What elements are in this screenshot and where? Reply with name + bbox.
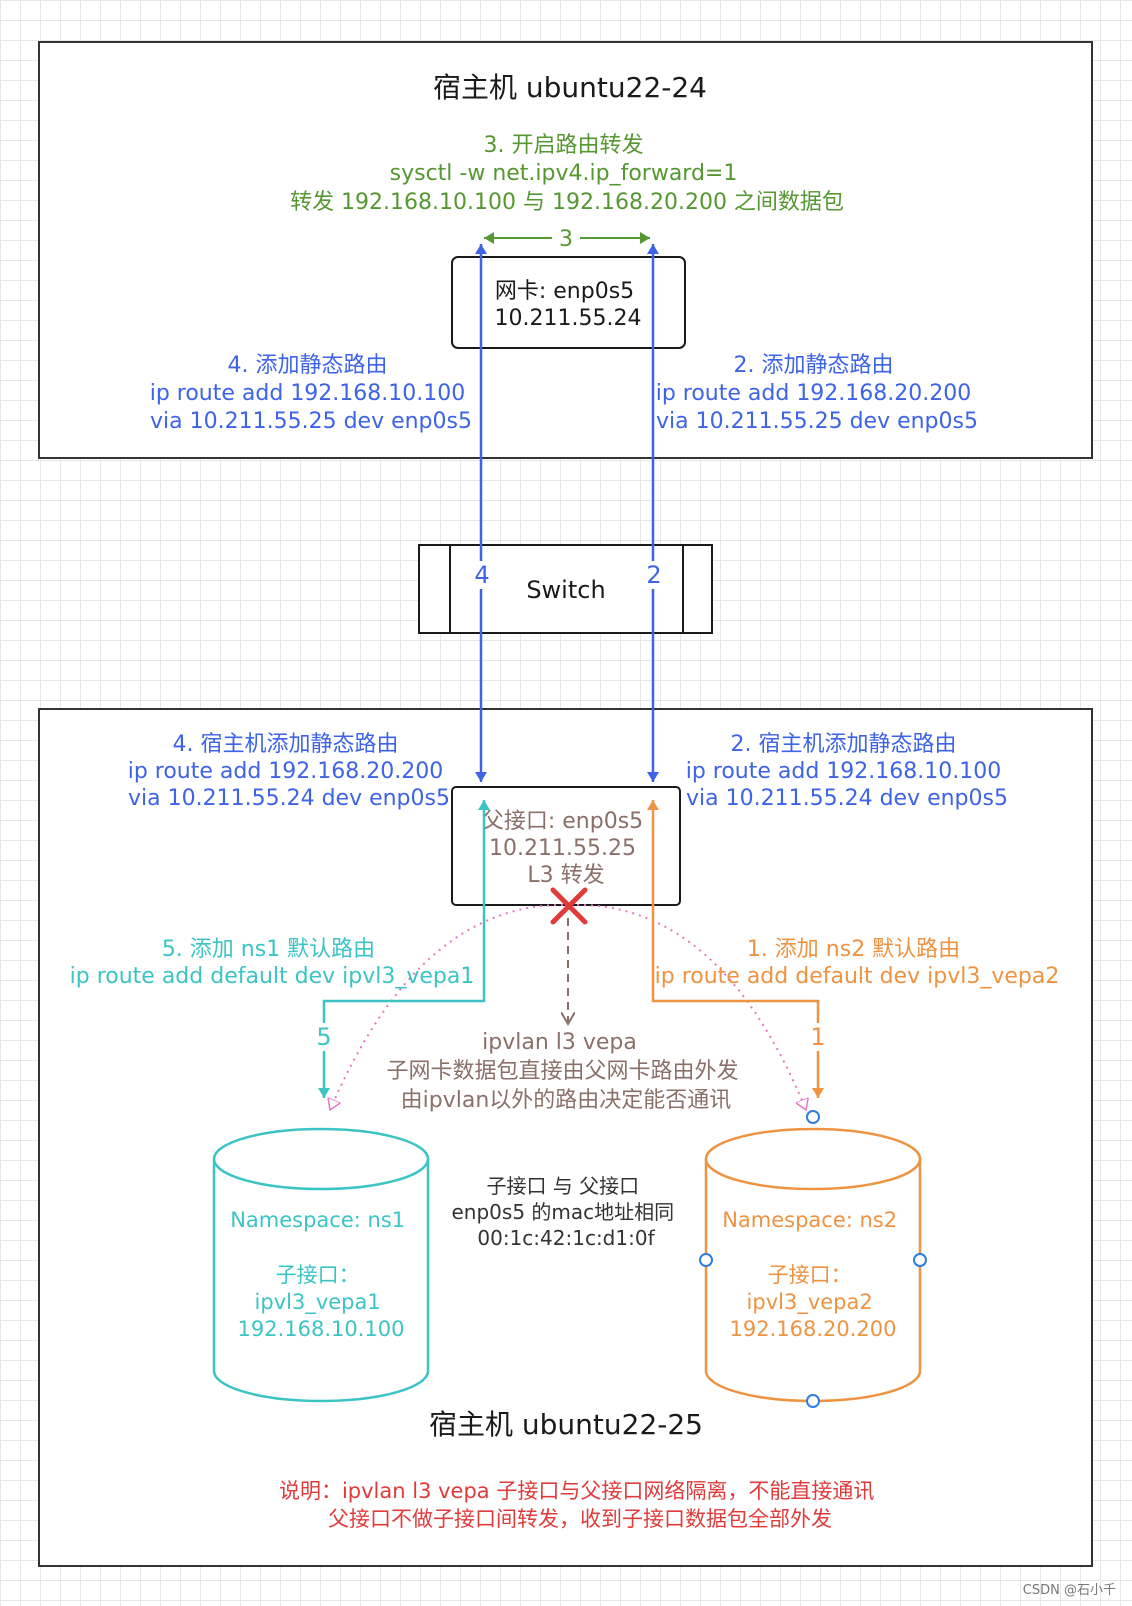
ns1-route: 5. 添加 ns1 默认路由 ip route add default dev … xyxy=(70,937,475,989)
route-line: via 10.211.55.24 dev enp0s5 xyxy=(686,786,1008,811)
ns2-iface-name: ipvl3_vepa2 xyxy=(747,1290,873,1315)
ns2-route: 1. 添加 ns2 默认路由 ip route add default dev … xyxy=(655,937,1060,989)
ns1-iface-title: 子接口： xyxy=(276,1263,360,1287)
vepa-note-line: 由ipvlan以外的路由决定能否通讯 xyxy=(401,1088,732,1113)
forward-note-line: 转发 192.168.10.100 与 192.168.20.200 之间数据包 xyxy=(290,190,844,215)
nic-ip: 10.211.55.24 xyxy=(495,306,642,331)
namespace-ns1-cylinder xyxy=(212,1127,430,1403)
forward-note-line: sysctl -w net.ipv4.ip_forward=1 xyxy=(390,161,738,186)
mac-note: 子接口 与 父接口 enp0s5 的mac地址相同 00:1c:42:1c:d1… xyxy=(452,1174,681,1250)
parent-interface-label: 父接口: enp0s5 10.211.55.25 L3 转发 xyxy=(482,809,650,888)
ns1-iface-name: ipvl3_vepa1 xyxy=(255,1290,381,1315)
ns2-name: Namespace: ns2 xyxy=(722,1208,897,1232)
vepa-note-line: 子网卡数据包直接由父网卡路由外发 xyxy=(386,1059,738,1084)
switch-num-right: 2 xyxy=(646,561,661,589)
forward-note: 3. 开启路由转发 sysctl -w net.ipv4.ip_forward=… xyxy=(290,133,844,215)
watermark: CSDN @石小千 xyxy=(1023,1583,1116,1598)
switch-label: Switch xyxy=(526,576,605,604)
nic-box xyxy=(451,256,686,349)
host-bottom-title: 宿主机 ubuntu22-25 xyxy=(429,1408,703,1441)
route-line: 1. 添加 ns2 默认路由 xyxy=(747,937,960,962)
mac-note-line: 00:1c:42:1c:d1:0f xyxy=(477,1226,655,1250)
ns2-selection-handles xyxy=(699,1110,927,1408)
parent-ip: 10.211.55.25 xyxy=(489,836,636,861)
forward-number: 3 xyxy=(559,227,573,252)
num-left-bg xyxy=(471,561,491,589)
num-ns1-bg xyxy=(313,1023,335,1051)
route-line: ip route add 192.168.10.100 xyxy=(686,759,1002,784)
parent-mode: L3 转发 xyxy=(527,863,604,888)
ns1-step-number: 5 xyxy=(316,1023,331,1051)
route-line: 4. 宿主机添加静态路由 xyxy=(173,732,399,757)
num-ns2-bg xyxy=(807,1023,829,1051)
vepa-note-line: ipvlan l3 vepa xyxy=(482,1030,637,1055)
host-top-frame xyxy=(38,41,1093,459)
route-bottom-left: 4. 宿主机添加静态路由 ip route add 192.168.20.200… xyxy=(128,732,451,811)
nic-label: 网卡: enp0s5 10.211.55.24 xyxy=(495,279,642,331)
route-line: 2. 添加静态路由 xyxy=(734,353,894,378)
route-line: 5. 添加 ns1 默认路由 xyxy=(162,937,375,962)
explain-note: 说明：ipvlan l3 vepa 子接口与父接口网络隔离，不能直接通讯 父接口… xyxy=(279,1479,881,1531)
nic-name: 网卡: enp0s5 xyxy=(495,279,634,304)
blocked-x-icon xyxy=(550,887,588,925)
route-bottom-right: 2. 宿主机添加静态路由 ip route add 192.168.10.100… xyxy=(686,732,1009,811)
mac-note-line: 子接口 与 父接口 xyxy=(486,1174,639,1198)
route-line: ip route add 192.168.20.200 xyxy=(656,381,972,406)
host-top-title: 宿主机 ubuntu22-24 xyxy=(433,71,707,104)
switch-box xyxy=(418,544,713,634)
route-line: ip route add default dev ipvl3_vepa1 xyxy=(70,964,475,989)
route-top-left: 4. 添加静态路由 ip route add 192.168.10.100 vi… xyxy=(150,353,473,434)
route-line: ip route add 192.168.20.200 xyxy=(128,759,444,784)
explain-line: 父接口不做子接口间转发，收到子接口数据包全部外发 xyxy=(328,1507,832,1531)
route-line: ip route add default dev ipvl3_vepa2 xyxy=(655,964,1060,989)
ns2-step-number: 1 xyxy=(810,1023,825,1051)
route-line: ip route add 192.168.10.100 xyxy=(150,381,466,406)
route-line: via 10.211.55.25 dev enp0s5 xyxy=(150,409,472,434)
ns1-label: Namespace: ns1 子接口： ipvl3_vepa1 192.168.… xyxy=(230,1208,412,1341)
ns1-iface-ip: 192.168.10.100 xyxy=(238,1317,405,1341)
switch-num-left: 4 xyxy=(474,561,489,589)
forward-note-line: 3. 开启路由转发 xyxy=(484,133,644,158)
mac-note-line: enp0s5 的mac地址相同 xyxy=(452,1200,675,1224)
ns1-name: Namespace: ns1 xyxy=(230,1208,405,1232)
route-line: via 10.211.55.25 dev enp0s5 xyxy=(656,409,978,434)
num-right-bg xyxy=(643,561,663,589)
parent-name: 父接口: enp0s5 xyxy=(482,809,643,834)
ns2-iface-ip: 192.168.20.200 xyxy=(730,1317,897,1341)
ns2-label: Namespace: ns2 子接口： ipvl3_vepa2 192.168.… xyxy=(722,1208,904,1341)
route-line: 2. 宿主机添加静态路由 xyxy=(731,732,957,757)
route-line: via 10.211.55.24 dev enp0s5 xyxy=(128,786,450,811)
route-line: 4. 添加静态路由 xyxy=(228,353,388,378)
explain-line: 说明：ipvlan l3 vepa 子接口与父接口网络隔离，不能直接通讯 xyxy=(279,1479,874,1503)
route-top-right: 2. 添加静态路由 ip route add 192.168.20.200 vi… xyxy=(656,353,979,434)
ns2-iface-title: 子接口： xyxy=(768,1263,852,1287)
vepa-note: ipvlan l3 vepa 子网卡数据包直接由父网卡路由外发 由ipvlan以… xyxy=(386,1030,745,1113)
